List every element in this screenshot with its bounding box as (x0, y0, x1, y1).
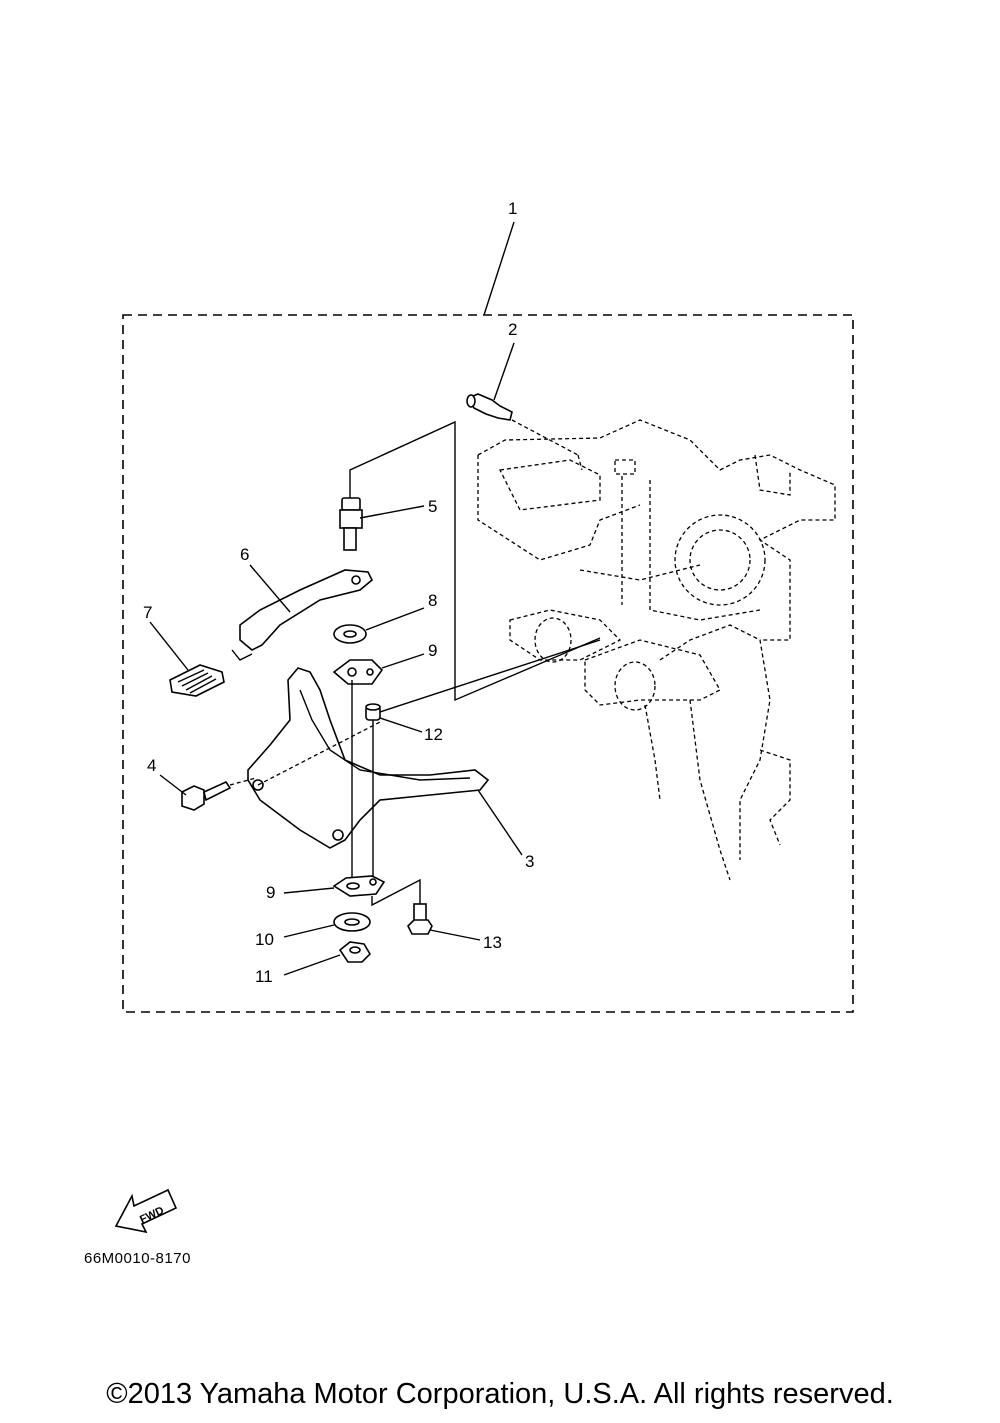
callout-9-upper: 9 (428, 641, 437, 660)
copyright-notice: ©2013 Yamaha Motor Corporation, U.S.A. A… (106, 1378, 894, 1410)
callout-4: 4 (147, 756, 156, 775)
leader-9-lower (283, 887, 335, 894)
part-7-grip (169, 664, 225, 697)
part-11-nut (338, 941, 372, 963)
leader-11 (283, 954, 341, 976)
callout-5: 5 (428, 497, 437, 516)
part-5-screw (339, 497, 363, 551)
leader-7 (149, 621, 189, 671)
callout-8: 8 (428, 591, 437, 610)
part-10-washer (333, 912, 371, 932)
leader-9-upper (381, 653, 425, 669)
callout-9-lower: 9 (266, 883, 275, 902)
part-8-washer (333, 624, 367, 644)
leader-2 (493, 342, 515, 401)
leader-4 (159, 774, 187, 796)
callout-2: 2 (508, 320, 517, 339)
leader-6 (249, 564, 291, 613)
leader-1 (483, 221, 515, 316)
leader-3 (477, 789, 523, 856)
callout-10: 10 (255, 930, 274, 949)
part-9-plate-lower (332, 875, 386, 897)
leader-8 (365, 607, 425, 631)
part-9-plate-upper (332, 659, 384, 685)
callout-7: 7 (143, 603, 152, 622)
callout-3: 3 (525, 852, 534, 871)
callout-12: 12 (424, 725, 443, 744)
assembly-frame (122, 314, 854, 1013)
fwd-arrow-icon: FWD (114, 1188, 178, 1234)
part-4-bolt (181, 780, 232, 811)
leader-10 (283, 924, 335, 938)
part-code: 66M0010-8170 (84, 1250, 191, 1267)
leader-13 (429, 929, 481, 941)
part-13-screw (407, 903, 433, 935)
leader-12 (379, 717, 423, 733)
callout-6: 6 (240, 545, 249, 564)
part-12-collar (365, 703, 381, 721)
bracket-assembly-outline (477, 419, 836, 881)
callout-11: 11 (255, 967, 273, 986)
callout-1: 1 (508, 199, 517, 218)
part-3-bracket (247, 667, 490, 849)
callout-13: 13 (483, 933, 502, 952)
part-6-strap (231, 569, 373, 661)
leader-5 (359, 505, 425, 519)
part-2-fitting (466, 393, 513, 421)
